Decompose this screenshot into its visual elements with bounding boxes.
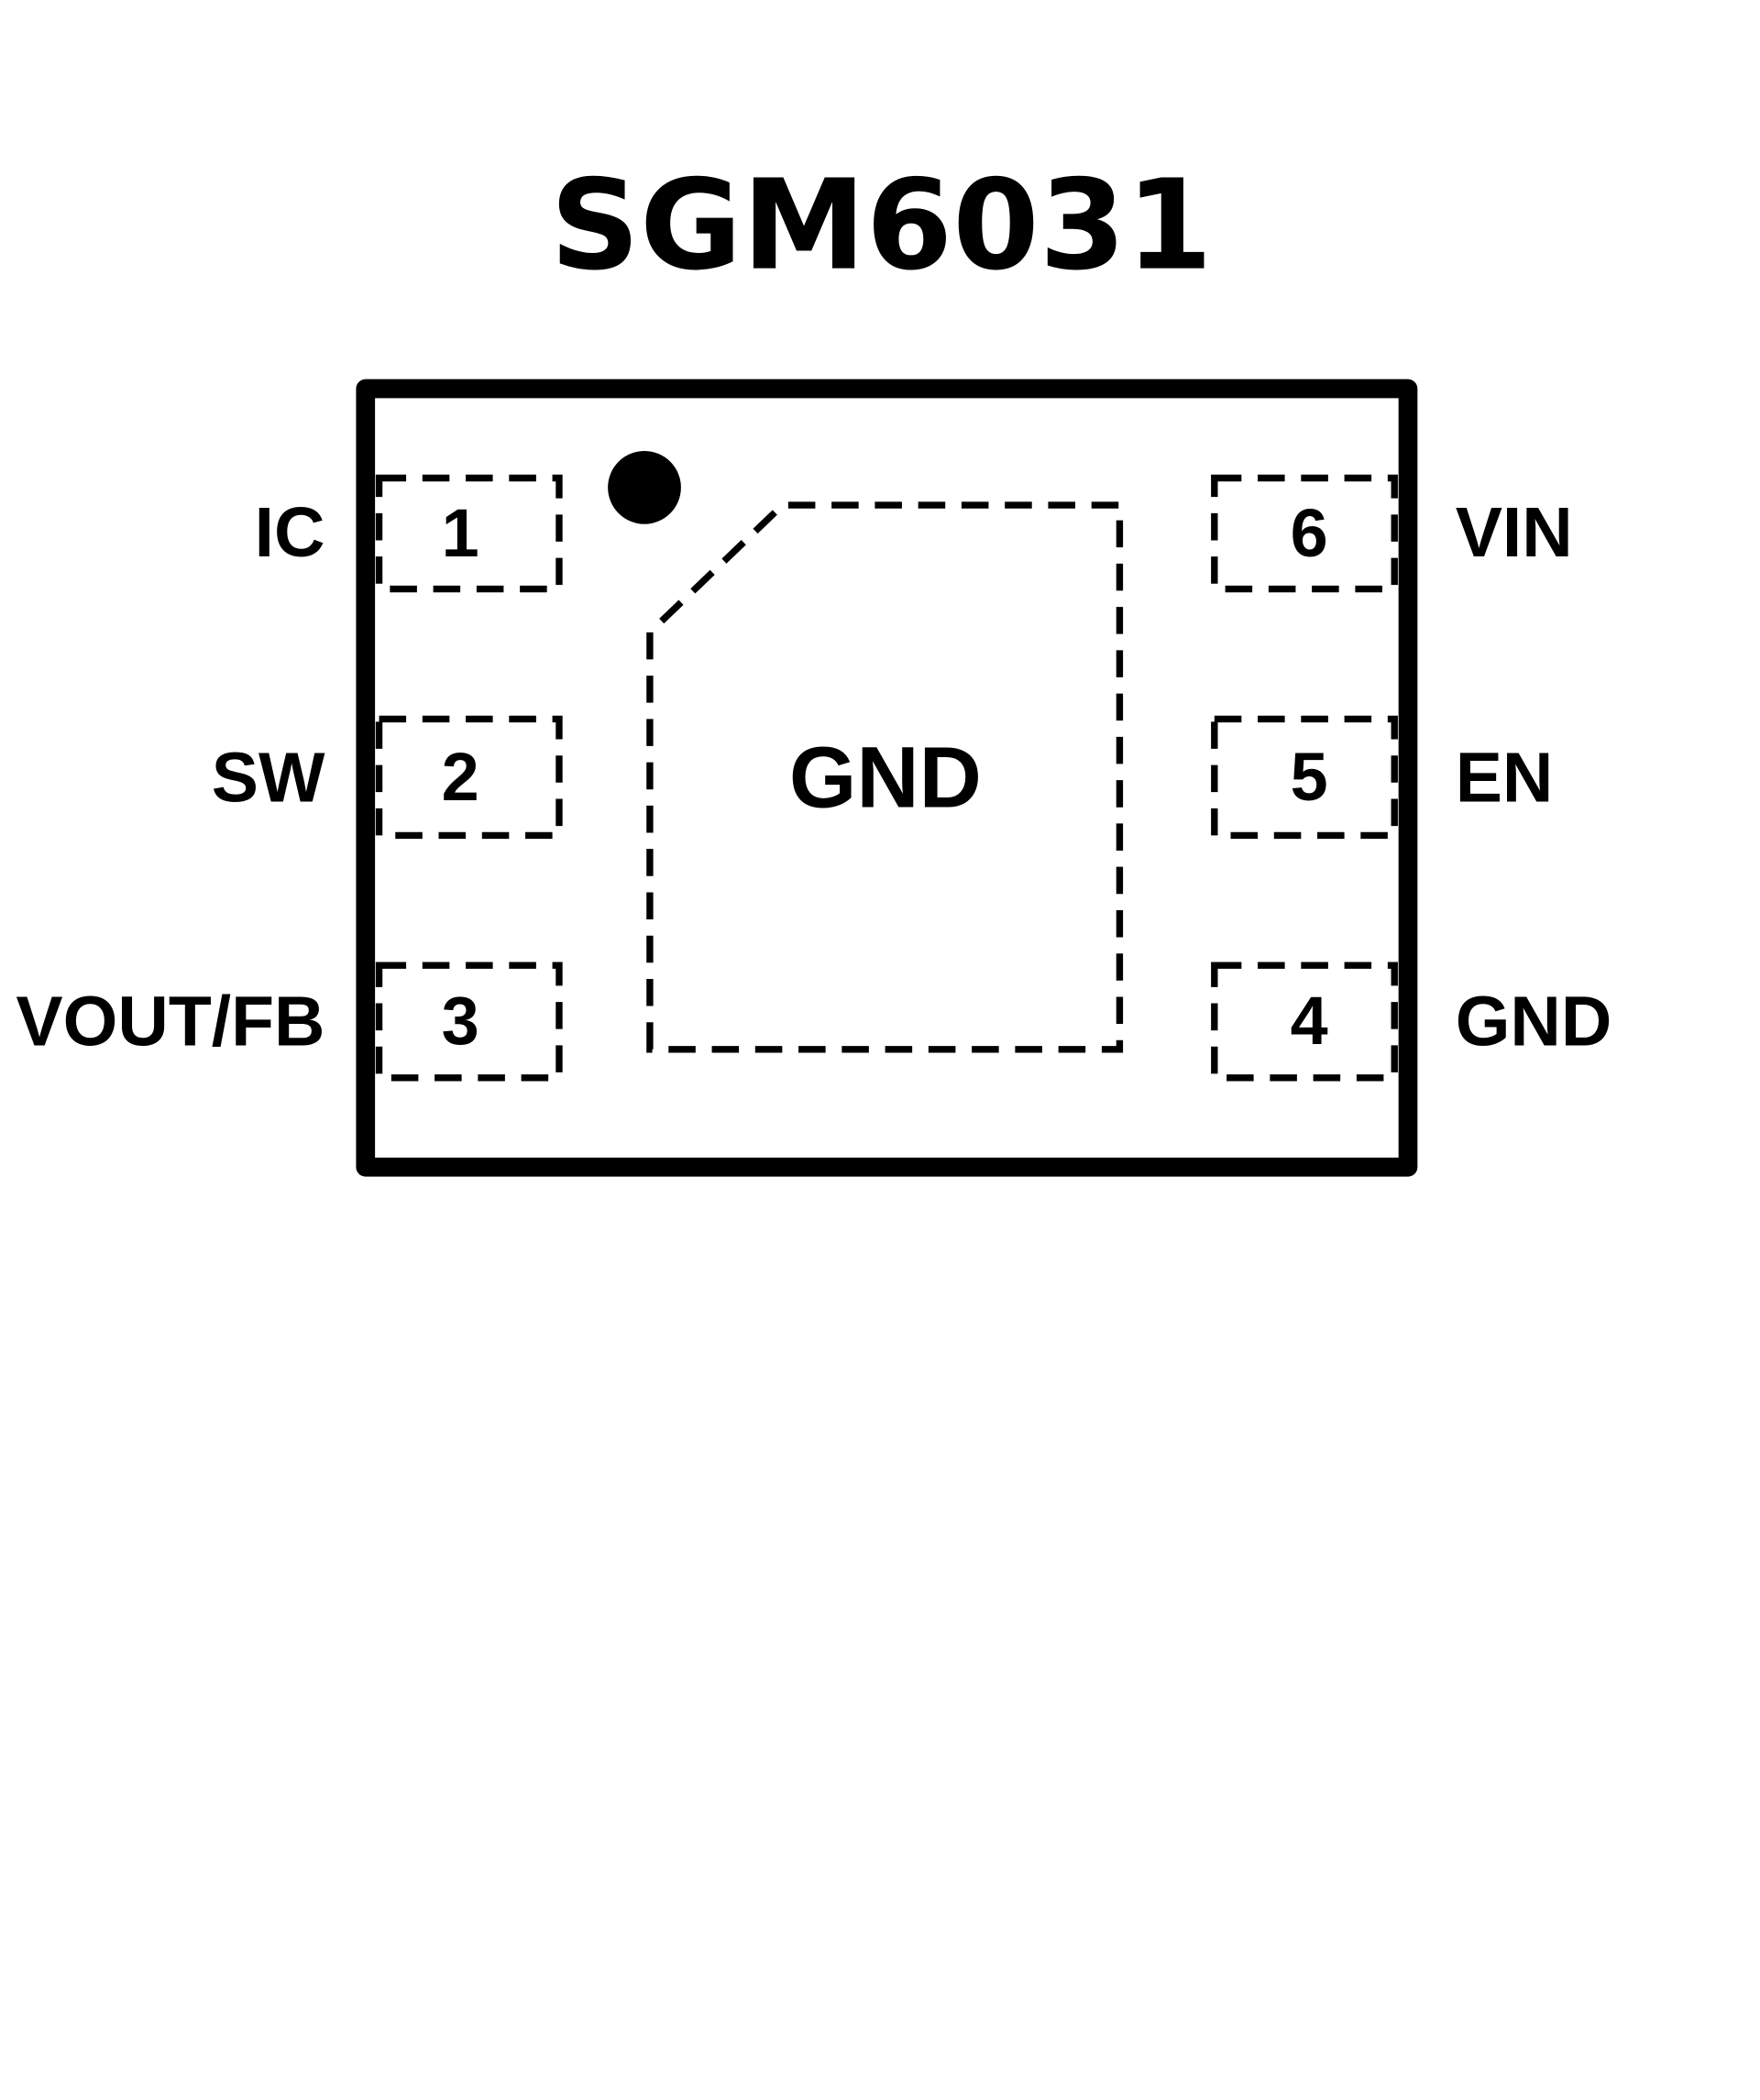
pin-number-3: 3 (442, 983, 479, 1059)
pad-pin-6 (1211, 474, 1398, 593)
pin-number-4: 4 (1291, 983, 1328, 1059)
pad-pin-3 (375, 962, 563, 1082)
exposed-pad (646, 501, 1124, 1053)
pad-pin-2 (375, 715, 563, 840)
pin-name-6: VIN (1456, 493, 1573, 572)
pin-name-3: VOUT/FB (16, 982, 324, 1061)
pin-number-6: 6 (1291, 495, 1328, 571)
pad-pin-4 (1211, 962, 1398, 1082)
pin-number-5: 5 (1291, 739, 1328, 815)
pin-number-1: 1 (442, 495, 479, 571)
pad-pin-5 (1211, 715, 1398, 840)
pin-name-1: IC (255, 493, 325, 572)
pin1-indicator-dot (608, 450, 681, 524)
exposed-pad-label: GND (789, 729, 982, 826)
chip-title: SGM6031 (550, 154, 1213, 299)
package-outline (356, 379, 1418, 1177)
pin-number-2: 2 (442, 739, 479, 815)
pin-name-2: SW (212, 738, 325, 817)
pad-pin-1 (375, 474, 563, 593)
pin-name-5: EN (1456, 738, 1554, 817)
pin-name-4: GND (1456, 982, 1612, 1061)
